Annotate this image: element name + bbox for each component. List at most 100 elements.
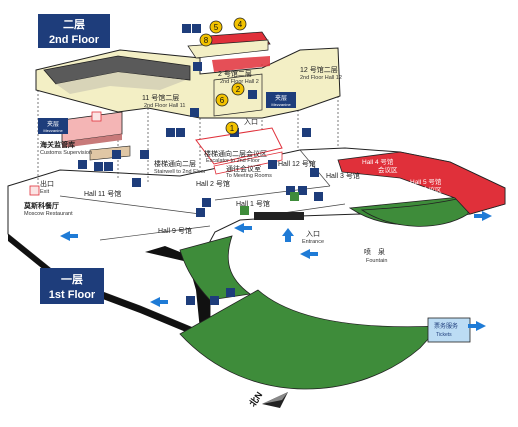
mezzanine-badge-left: 夹层 Mezzanine: [38, 118, 68, 134]
hall2-upper-en: 2nd Floor Hall 2: [220, 79, 259, 85]
hall5-label: Hall 5 号馆: [410, 177, 442, 186]
restroom-icon: [182, 24, 191, 33]
restroom-icon: [196, 208, 205, 217]
map-labels: 11 号馆二层 2nd Floor Hall 11 12 号馆二层 2nd Fl…: [23, 65, 458, 408]
marker-6: 6: [215, 93, 229, 107]
tickets-label: 票务服务: [434, 322, 458, 330]
hall9-label: Hall 9 号馆: [158, 226, 192, 235]
tickets-en: Tickets: [436, 332, 452, 338]
ground-floor: [7, 147, 506, 390]
hall12-upper-en: 2nd Floor Hall 12: [300, 75, 342, 81]
no-entry-icon: [29, 185, 40, 196]
moscow-label: 莫斯科餐厅: [23, 201, 59, 210]
hall11-upper-label: 11 号馆二层: [142, 93, 179, 102]
floor1-badge: 一层 1st Floor: [40, 268, 104, 304]
marker-2: 2: [231, 82, 245, 96]
entrance-block: [254, 212, 304, 220]
arrow-icon: [234, 223, 252, 233]
mezzanine-badge-right: 夹层 Mezzanine: [266, 92, 296, 108]
restroom-icon: [190, 108, 199, 117]
direction-arrows: [60, 211, 492, 331]
lawn-south: [179, 289, 441, 390]
fountain-en: Fountain: [366, 258, 387, 264]
hall4-label: Hall 4 号馆: [362, 157, 394, 166]
wheelchair-icon: [226, 288, 235, 297]
restroom-icon: [202, 198, 211, 207]
restroom-icon: [310, 168, 319, 177]
mezzanine-left: [61, 111, 131, 161]
tickets-building: [427, 317, 471, 343]
exit-sign-icon: [240, 206, 249, 215]
mezz-small-block: [89, 145, 131, 161]
meeting-room-strip: [213, 151, 283, 175]
customs-label: 海关监管库: [40, 140, 75, 149]
customs-en: Customs Supervision: [40, 150, 92, 156]
facility-icons: [29, 24, 323, 305]
arrow-icon: [150, 297, 168, 307]
mezz-right-cn: 夹层: [275, 94, 287, 102]
meeting-room-en: To Meeting Rooms: [226, 173, 272, 179]
stairs-label: 楼梯通向二层: [154, 159, 196, 168]
upper-walkway: [187, 39, 269, 59]
restroom-icon: [104, 162, 113, 171]
wheelchair-icon: [193, 62, 202, 71]
meeting-room-label: 通往会议室: [226, 164, 261, 173]
marker-8: 8: [199, 33, 213, 47]
hall2-upper-label: 2 号馆二层: [218, 69, 252, 78]
lawn-west: [179, 235, 252, 301]
exit-en: Exit: [40, 189, 50, 195]
restroom-icon: [248, 90, 257, 99]
hall11-upper-inner: [56, 72, 186, 94]
restroom-icon: [192, 24, 201, 33]
arrow-icon: [468, 321, 486, 331]
marker-5-label: 5: [214, 23, 219, 32]
north-arrow-icon: [262, 392, 288, 408]
restroom-icon: [268, 160, 277, 169]
exit-sign-icon: [290, 192, 299, 201]
floor2-badge-bg: [38, 14, 110, 48]
marker-4-label: 4: [238, 20, 243, 29]
arrow-icon: [300, 249, 318, 259]
conference-zone: [337, 151, 506, 215]
fountain-label: 喷 泉: [364, 247, 385, 256]
floor1-en: 1st Floor: [49, 289, 96, 301]
entrance-label: 入口: [306, 230, 320, 238]
marker-5: 5: [209, 20, 223, 34]
hall12-label: Hall 12 号馆: [278, 159, 316, 168]
escalator-zone: [195, 127, 283, 175]
hall5-conf-label: 会议区: [422, 185, 442, 194]
arrow-icon: [474, 211, 492, 221]
exit-upper-label: 入口: [244, 118, 258, 126]
ground-floor-edge: [8, 234, 210, 342]
entrance-en: Entrance: [302, 239, 324, 245]
restroom-icon: [78, 160, 87, 169]
hall11-upper-en: 2nd Floor Hall 11: [144, 103, 185, 109]
floor2-badge: 二层 2nd Floor: [38, 14, 110, 48]
hall12-upper-label: 12 号馆二层: [300, 65, 338, 74]
hall2-label: Hall 2 号馆: [196, 179, 230, 188]
arrow-icon: [60, 231, 78, 241]
marker-4: 4: [233, 17, 247, 31]
restroom-icon: [132, 178, 141, 187]
restroom-icon: [166, 128, 175, 137]
wheelchair-icon: [112, 150, 121, 159]
floor1-cn: 一层: [61, 273, 83, 286]
mezz-left-cn: 夹层: [47, 120, 59, 128]
no-entry-icon: [91, 111, 102, 122]
marker-6-label: 6: [220, 96, 225, 105]
second-floor: [35, 31, 341, 119]
floor2-en: 2nd Floor: [49, 34, 100, 46]
floor2-cn: 二层: [63, 18, 85, 31]
restroom-icon: [176, 128, 185, 137]
exit-label: 出口: [40, 179, 54, 188]
mezz-right-en: Mezzanine: [271, 102, 291, 107]
restroom-icon: [210, 296, 219, 305]
escalator-area: [195, 127, 283, 165]
hall1-label: Hall 1 号馆: [236, 199, 270, 208]
customs-block-shade: [62, 134, 122, 148]
numbered-markers: 5 4 8 2 6 1: [199, 17, 247, 135]
restroom-icon: [186, 296, 195, 305]
marker-8-label: 8: [204, 36, 209, 45]
restroom-icon: [286, 186, 295, 195]
